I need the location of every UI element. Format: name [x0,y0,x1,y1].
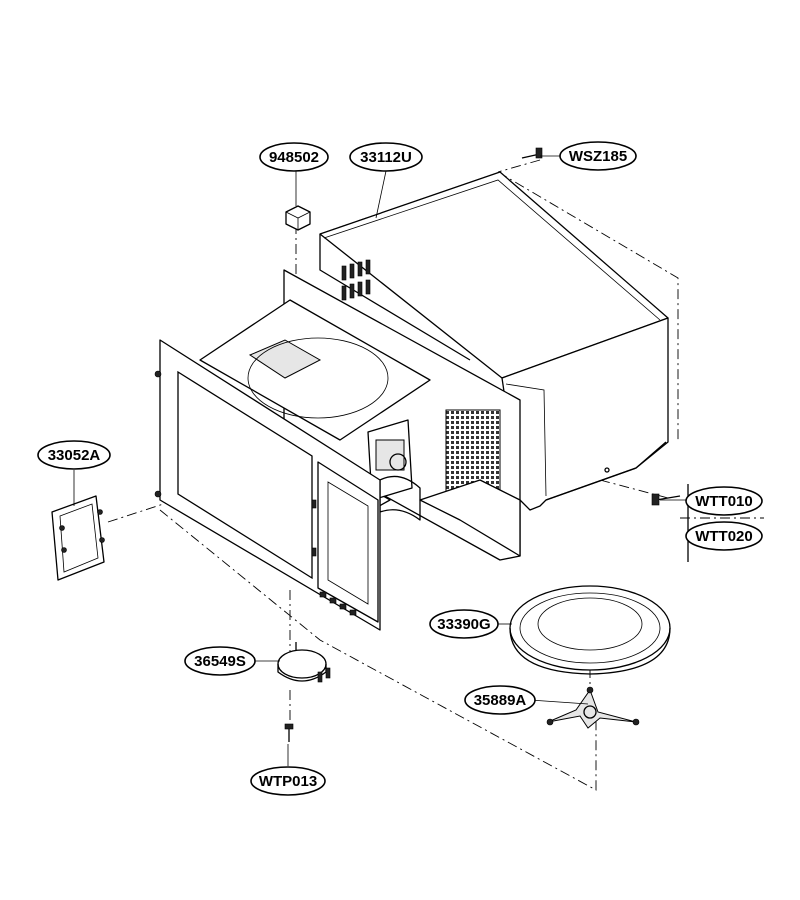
svg-text:948502: 948502 [269,149,319,166]
part-35889A-roller-guide [546,686,640,729]
label-33112U[interactable]: 33112U [349,142,423,172]
screw-wsz185 [521,147,543,159]
svg-text:33112U: 33112U [360,149,412,166]
label-33052A[interactable]: 33052A [37,440,111,470]
svg-text:WTP013: WTP013 [259,773,317,790]
label-36549S[interactable]: 36549S [184,646,256,676]
svg-text:33390G: 33390G [437,616,490,633]
cabinet-vent-slots [341,259,371,301]
label-WSZ185[interactable]: WSZ185 [559,141,637,171]
part-948502-block [285,205,311,231]
label-948502[interactable]: 948502 [259,142,329,172]
svg-text:WSZ185: WSZ185 [569,148,627,165]
label-33390G[interactable]: 33390G [429,609,499,639]
screw-wtt010-wtt020 [651,484,764,562]
label-WTT020[interactable]: WTT020 [685,521,763,551]
part-33390G-glass-tray [509,585,671,675]
label-WTT010[interactable]: WTT010 [685,486,763,516]
part-33052A-plate [51,495,105,581]
screw-wtp013 [284,723,294,742]
outer-cabinet [319,171,669,511]
svg-text:35889A: 35889A [474,692,527,709]
svg-text:33052A: 33052A [48,447,101,464]
front-frame [154,339,381,631]
svg-text:WTT010: WTT010 [695,493,753,510]
svg-text:36549S: 36549S [194,653,246,670]
svg-text:WTT020: WTT020 [695,528,753,545]
part-36549S-motor [277,642,331,683]
label-35889A[interactable]: 35889A [464,685,536,715]
label-WTP013[interactable]: WTP013 [250,766,326,796]
